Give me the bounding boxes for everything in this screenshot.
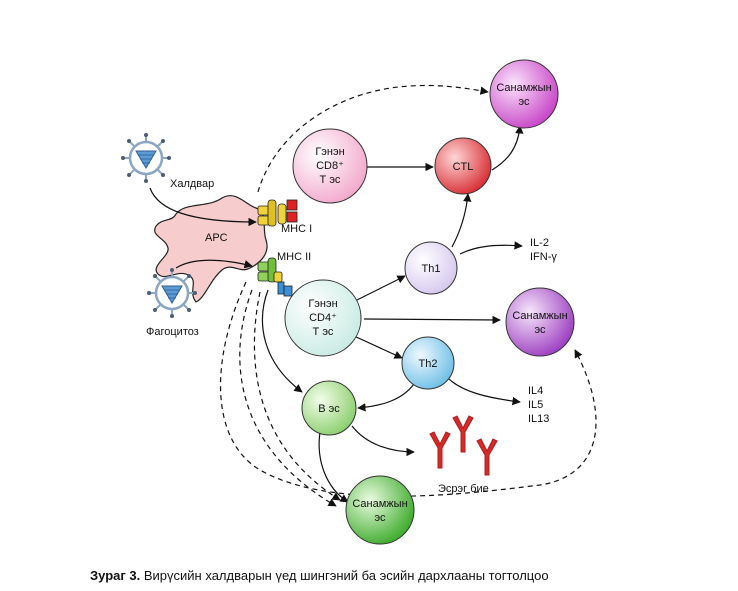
phagocytosis-label: Фагоцитоз — [146, 326, 199, 338]
caption-text: Вирүсийн халдварын үед шингэний ба эсийн… — [140, 568, 549, 583]
naive-cd8-t-cell: Гэнэн CD8⁺ Т эс — [292, 128, 368, 204]
th1-cell: Th1 — [404, 241, 458, 295]
svg-text:Гэнэн: Гэнэн — [308, 298, 337, 310]
mhc1-receptor-icon — [257, 199, 298, 227]
svg-text:CD4⁺: CD4⁺ — [309, 312, 337, 324]
mhc2-receptor-icon — [257, 257, 293, 297]
caption-number: Зураг 3. — [90, 568, 141, 583]
ctl-cell: CTL — [434, 137, 492, 195]
antibody-icon — [429, 415, 498, 476]
arrow-th2-cytokines — [447, 377, 521, 406]
th1-cytokine-ifn: IFN-γ — [530, 251, 557, 263]
dashed-arrow-apc-memory-bottom-2 — [253, 291, 341, 501]
th2-cytokine-il13: IL13 — [528, 413, 549, 425]
arrow-cd4-th1 — [356, 275, 406, 301]
arrow-apc-bcell — [261, 289, 303, 393]
apc-label: APC — [205, 232, 228, 244]
figure-caption: Зураг 3. Вирүсийн халдварын үед шингэний… — [90, 568, 549, 583]
memory-cell-top: Санамжын эс — [489, 59, 559, 129]
svg-text:эс: эс — [374, 512, 386, 524]
mhc2-label: MHC II — [277, 251, 311, 263]
svg-text:В эс: В эс — [318, 403, 340, 415]
mhc1-label: MHC I — [281, 223, 312, 235]
svg-text:эс: эс — [534, 324, 546, 336]
arrow-cd4-memory — [363, 315, 501, 325]
arrow-th2-bcell — [357, 383, 415, 412]
infection-arrow — [149, 187, 257, 227]
svg-text:CD8⁺: CD8⁺ — [316, 160, 344, 172]
dashed-arrow-apc-memory-bottom-1 — [239, 289, 337, 507]
th2-cytokine-il5: IL5 — [528, 399, 543, 411]
svg-text:Санамжын: Санамжын — [352, 498, 407, 510]
virus-top-icon — [121, 133, 171, 183]
svg-text:Th2: Th2 — [419, 358, 438, 370]
svg-text:Т эс: Т эс — [313, 326, 334, 338]
th1-cytokine-il2: IL-2 — [530, 237, 549, 249]
svg-text:Th1: Th1 — [422, 263, 441, 275]
arrow-th1-cytokines — [459, 241, 523, 255]
apc-cell — [154, 195, 268, 303]
arrow-bcell-memory — [318, 431, 349, 503]
arrow-ctl-memory — [491, 125, 524, 171]
th2-cytokine-il4: IL4 — [528, 385, 543, 397]
svg-text:Гэнэн: Гэнэн — [315, 146, 344, 158]
svg-text:эс: эс — [518, 96, 530, 108]
arrow-bcell-antibody — [351, 425, 415, 457]
svg-text:Т эс: Т эс — [320, 174, 341, 186]
arrow-th1-ctl — [451, 193, 472, 248]
antibody-label: Эсрэг бие — [438, 483, 489, 495]
memory-cell-right: Санамжын эс — [505, 287, 575, 357]
b-cell: В эс — [301, 380, 357, 436]
arrow-cd4-th2 — [353, 335, 403, 359]
virus-bottom-icon — [147, 268, 197, 318]
svg-text:CTL: CTL — [453, 161, 474, 173]
memory-cell-bottom: Санамжын эс — [345, 475, 415, 545]
infection-label: Халдвар — [170, 178, 214, 190]
phagocytosis-arrow — [175, 259, 253, 269]
dashed-arrow-apc-memory-top — [257, 84, 489, 193]
th2-cell: Th2 — [401, 336, 455, 390]
svg-text:Санамжын: Санамжын — [496, 82, 551, 94]
naive-cd4-t-cell: Гэнэн CD4⁺ Т эс — [284, 279, 362, 357]
svg-text:Санамжын: Санамжын — [512, 310, 567, 322]
